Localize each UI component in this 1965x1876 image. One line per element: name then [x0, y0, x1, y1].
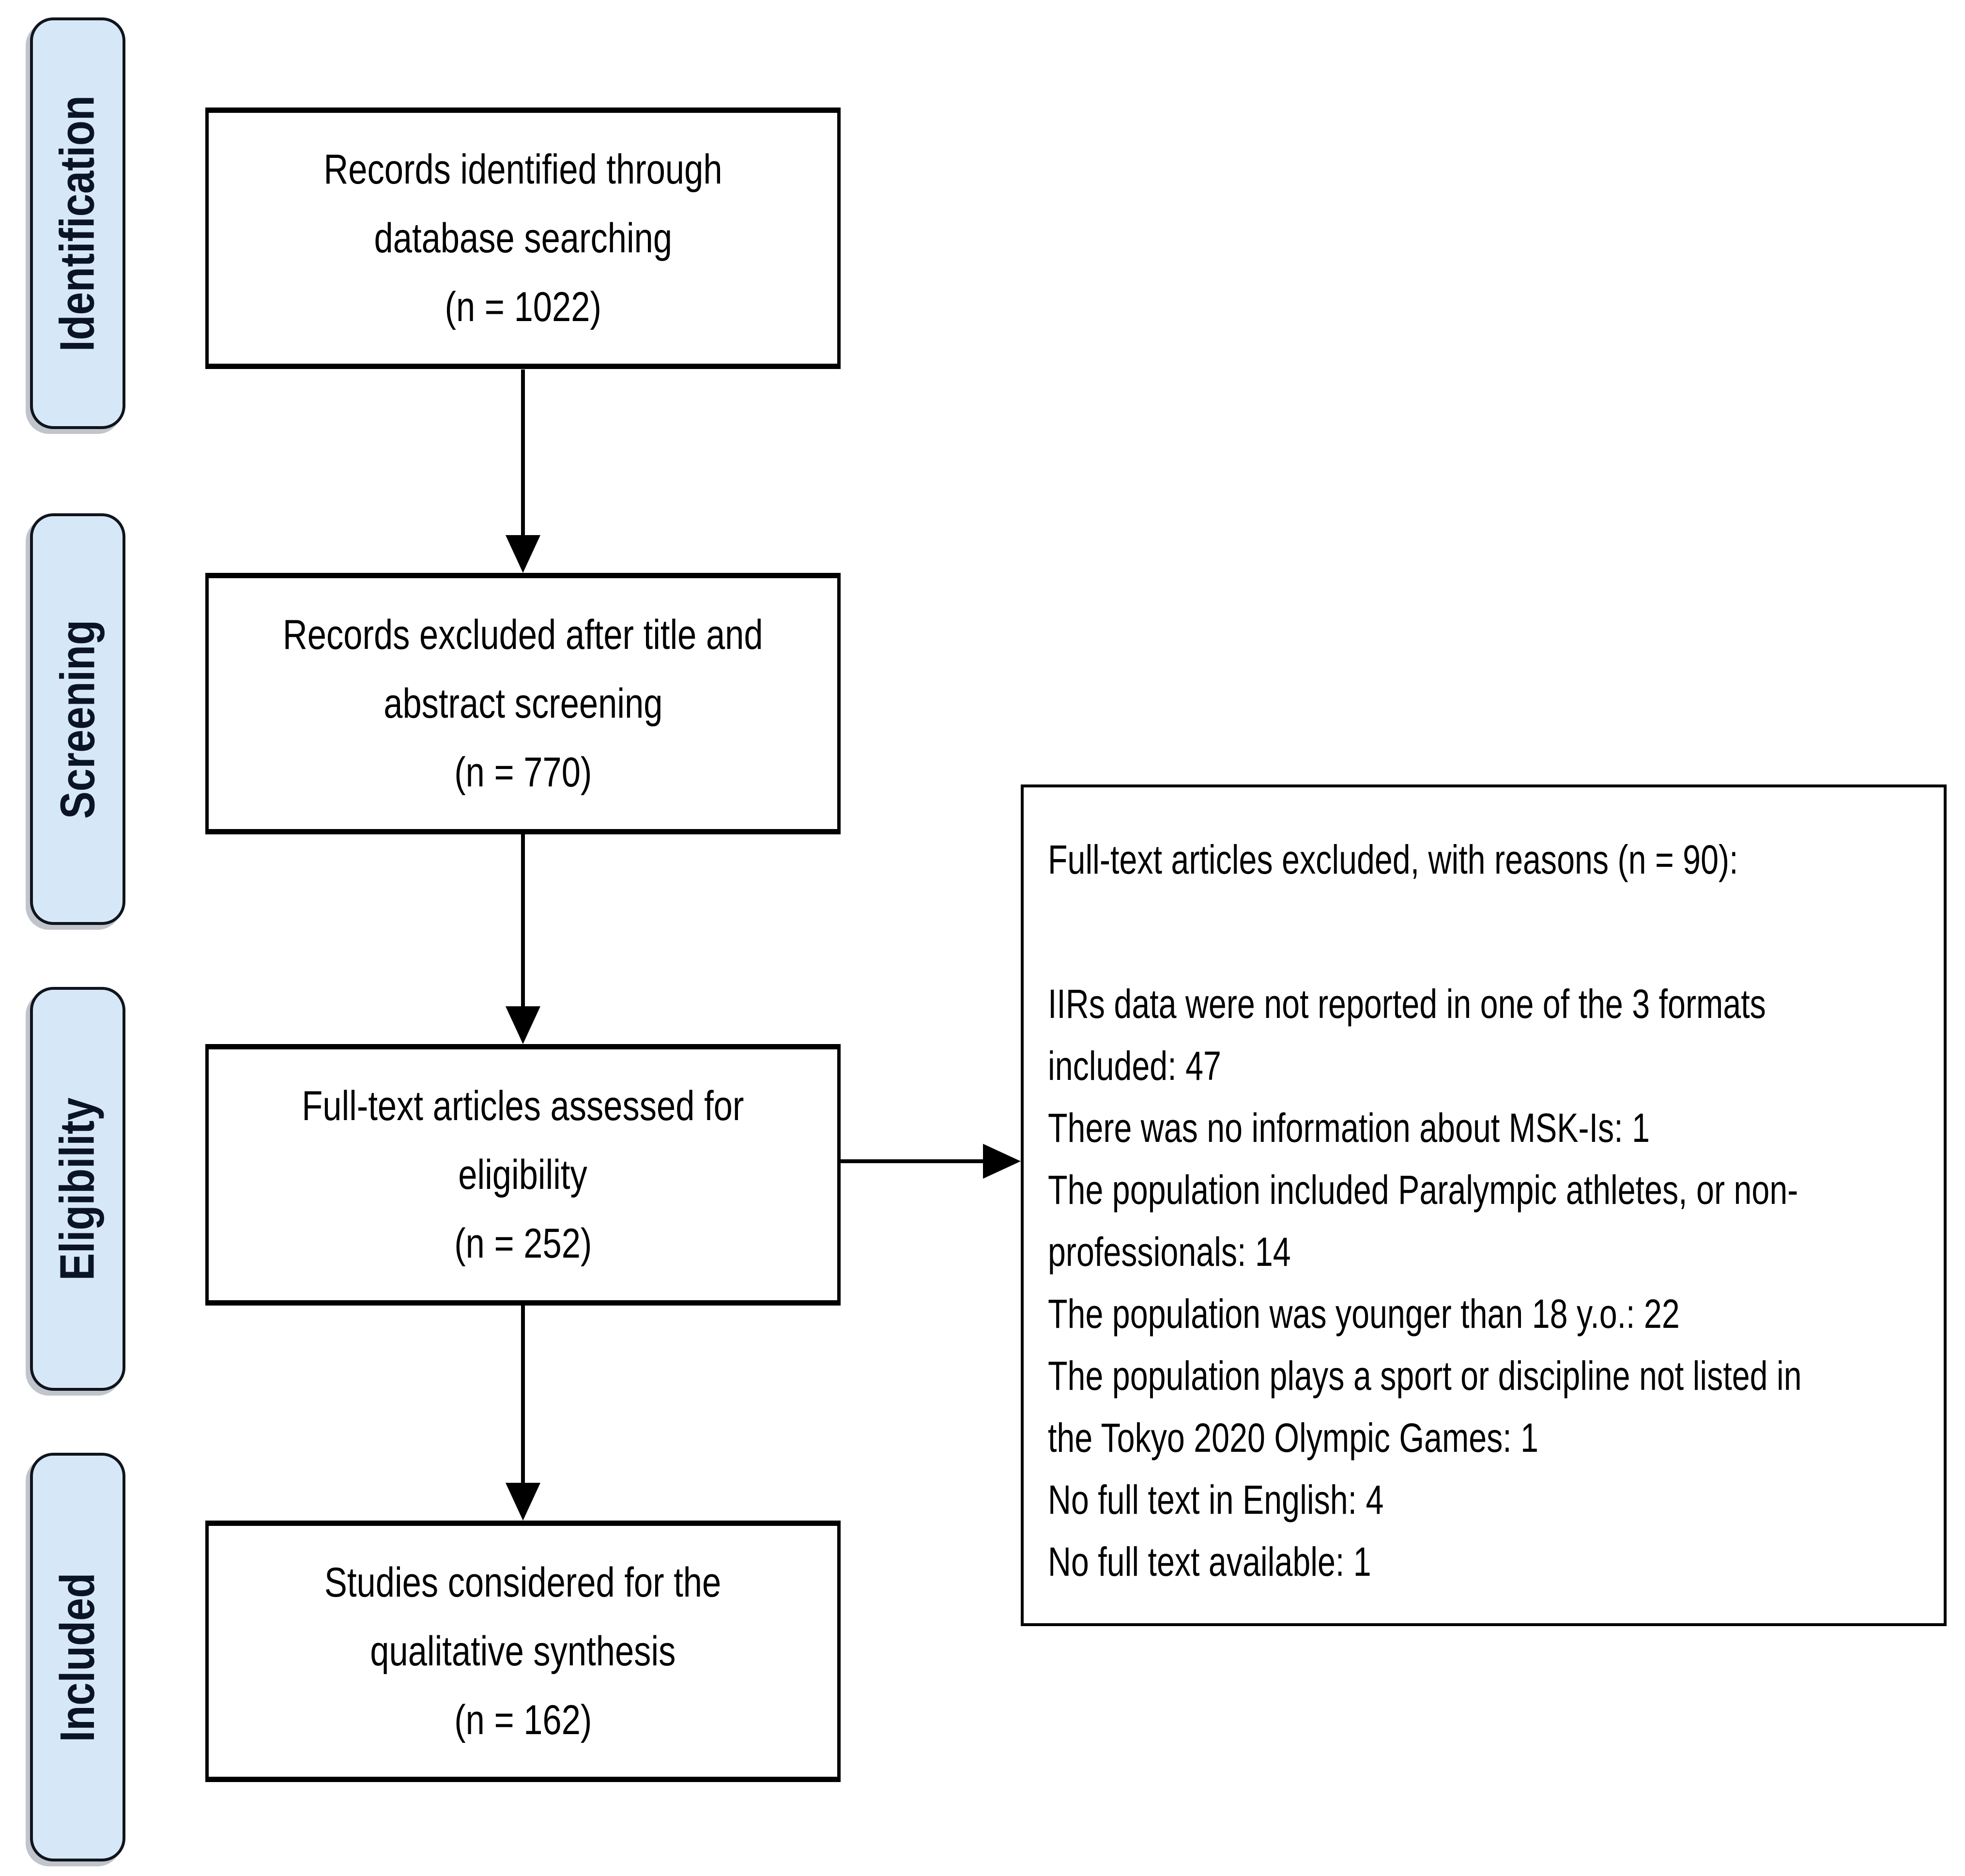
arrow-line-assessed-to-considered [521, 1306, 525, 1485]
text-line: The population was younger than 18 y.o.:… [1048, 1291, 1680, 1337]
text-line: IIRs data were not reported in one of th… [1048, 981, 1766, 1027]
text-line: professionals: 14 [1048, 1229, 1291, 1275]
arrow-head-excluded-to-assessed [506, 1006, 540, 1044]
arrow-line-excluded-to-assessed [521, 834, 525, 1009]
text-line: No full text available: 1 [1048, 1539, 1371, 1584]
text-line: the Tokyo 2020 Olympic Games: 1 [1048, 1415, 1539, 1461]
arrow-head-identified-to-excluded [506, 535, 540, 573]
stage-screening: Screening [30, 513, 125, 925]
box-fulltext-excluded-reasons: Full-text articles excluded, with reason… [1021, 784, 1947, 1626]
text-line: Full-text articles assessed for [302, 1083, 744, 1129]
stage-eligibility-label: Eligibility [50, 1097, 105, 1280]
text-line: Studies considered for the [324, 1559, 722, 1606]
arrow-line-assessed-to-reasons [841, 1159, 985, 1163]
text-line: included: 47 [1048, 1043, 1221, 1089]
stage-included: Included [30, 1453, 125, 1861]
text-line: Records identified through [323, 146, 722, 193]
stage-screening-label: Screening [50, 619, 105, 819]
text-line: database searching [374, 215, 672, 261]
stage-identification: Identification [30, 17, 125, 429]
box-fulltext-assessed: Full-text articles assessed for eligibili… [205, 1044, 841, 1306]
text-line: Full-text articles excluded, with reason… [1048, 837, 1738, 882]
text-line: (n = 1022) [445, 284, 601, 330]
text-line: There was no information about MSK-Is: 1 [1048, 1105, 1650, 1151]
text-line: qualitative synthesis [370, 1628, 676, 1675]
box-studies-considered: Studies considered for the qualitative sy… [205, 1521, 841, 1782]
arrow-head-assessed-to-reasons [983, 1144, 1021, 1179]
arrow-head-assessed-to-considered [506, 1483, 540, 1521]
stage-eligibility: Eligibility [30, 987, 125, 1391]
text-line: (n = 252) [454, 1220, 592, 1267]
text-line: The population included Paralympic athle… [1048, 1167, 1798, 1213]
text-line: No full text in English: 4 [1048, 1477, 1384, 1522]
text-line: abstract screening [383, 680, 663, 727]
box-records-excluded: Records excluded after title and abstract… [205, 573, 841, 834]
stage-included-label: Included [50, 1572, 105, 1742]
text-line: The population plays a sport or discipli… [1048, 1353, 1802, 1399]
text-line: Records excluded after title and [283, 612, 763, 658]
arrow-line-identified-to-excluded [521, 369, 525, 538]
stage-identification-label: Identification [50, 95, 105, 352]
text-line: (n = 162) [454, 1697, 592, 1743]
box-records-identified: Records identified through database searc… [205, 108, 841, 369]
text-line: eligibility [458, 1152, 588, 1198]
text-line: (n = 770) [454, 749, 592, 796]
